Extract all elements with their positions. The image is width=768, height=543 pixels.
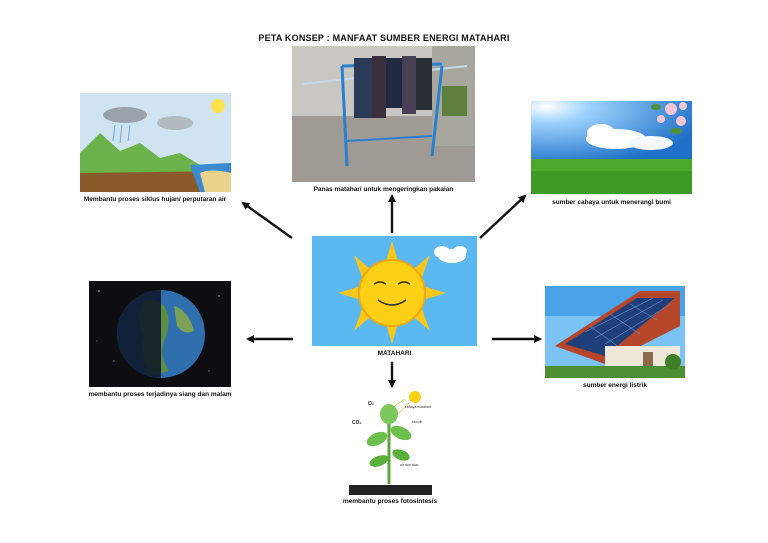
photo-chlorophyll-label: klorofil	[412, 420, 423, 424]
arrow-up-right	[479, 194, 527, 239]
earth-image	[89, 281, 231, 387]
center-label: MATAHARI	[377, 350, 412, 357]
solar-panel-image	[545, 286, 685, 378]
light-caption: sumber cahaya untuk menerangi bumi	[552, 199, 671, 206]
drying-clothes-image	[292, 46, 475, 182]
photo-water-label: air dari akar	[400, 463, 419, 467]
photo-sun-label: cahaya matahari	[405, 405, 431, 409]
photosynthesis-caption: membantu proses fotosintesis	[342, 498, 438, 505]
electricity-caption: sumber energi listrik	[583, 382, 647, 389]
sun-image	[312, 236, 477, 346]
photosynthesis-image	[349, 389, 432, 495]
arrow-up-left	[241, 201, 293, 239]
rain-cycle-caption: Membantu proses siklus hujan/ perputaran…	[83, 196, 227, 203]
drying-caption: Panas matahari untuk mengeringkan pakaia…	[313, 186, 454, 193]
water-cycle-image	[80, 93, 231, 192]
photo-o2-label: O₂	[368, 401, 375, 407]
day-night-caption: membantu proses terjadinya siang dan mal…	[88, 391, 232, 398]
sunlight-field-image	[531, 101, 692, 194]
photo-co2-label: CO₂	[352, 420, 362, 426]
diagram-title: PETA KONSEP : MANFAAT SUMBER ENERGI MATA…	[258, 33, 510, 43]
